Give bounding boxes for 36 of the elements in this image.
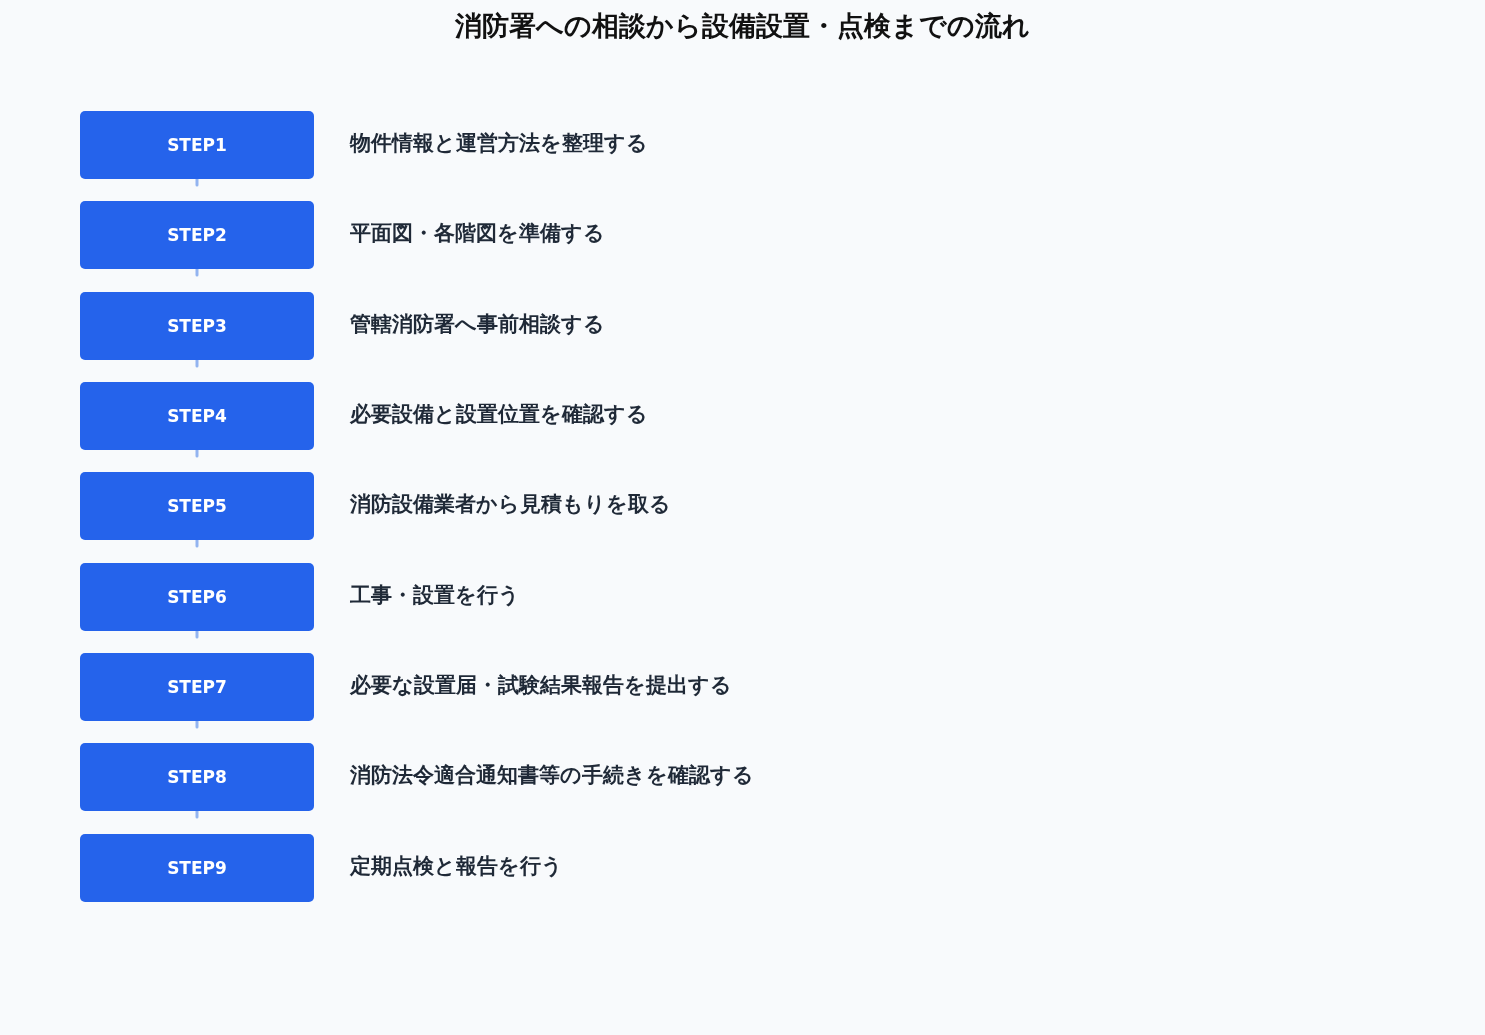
step-label: STEP2 [167,225,227,245]
step-label: STEP9 [167,858,227,878]
step-box [80,111,314,179]
connector-line [195,629,199,639]
step-description: 平面図・各階図を準備する [350,221,605,247]
step-description: 必要な設置届・試験結果報告を提出する [350,673,732,699]
step-description: 物件情報と運営方法を整理する [350,131,648,157]
step-description: 必要設備と設置位置を確認する [350,402,648,428]
connector-line [195,177,199,187]
step-description: 消防設備業者から見積もりを取る [350,492,671,518]
step-label: STEP6 [167,587,227,607]
step-box [80,292,314,360]
diagram-title: 消防署への相談から設備設置・点検までの流れ [455,10,1030,41]
step-description: 定期点検と報告を行う [350,854,563,880]
step-box [80,382,314,450]
connector-line [195,448,199,458]
step-description: 工事・設置を行う [350,583,520,609]
step-description: 消防法令適合通知書等の手続きを確認する [350,763,754,789]
step-box [80,653,314,721]
step-box [80,472,314,540]
connector-line [195,267,199,277]
connector-line [195,719,199,729]
step-label: STEP8 [167,767,227,787]
step-label: STEP5 [167,496,227,516]
connector-line [195,809,199,819]
step-label: STEP4 [167,406,227,426]
connector-line [195,538,199,548]
step-label: STEP1 [167,135,227,155]
step-description: 管轄消防署へ事前相談する [350,312,605,338]
step-box [80,563,314,631]
step-label: STEP7 [167,677,227,697]
step-label: STEP3 [167,316,227,336]
step-box [80,834,314,902]
step-box [80,743,314,811]
step-box [80,201,314,269]
connector-line [195,358,199,368]
